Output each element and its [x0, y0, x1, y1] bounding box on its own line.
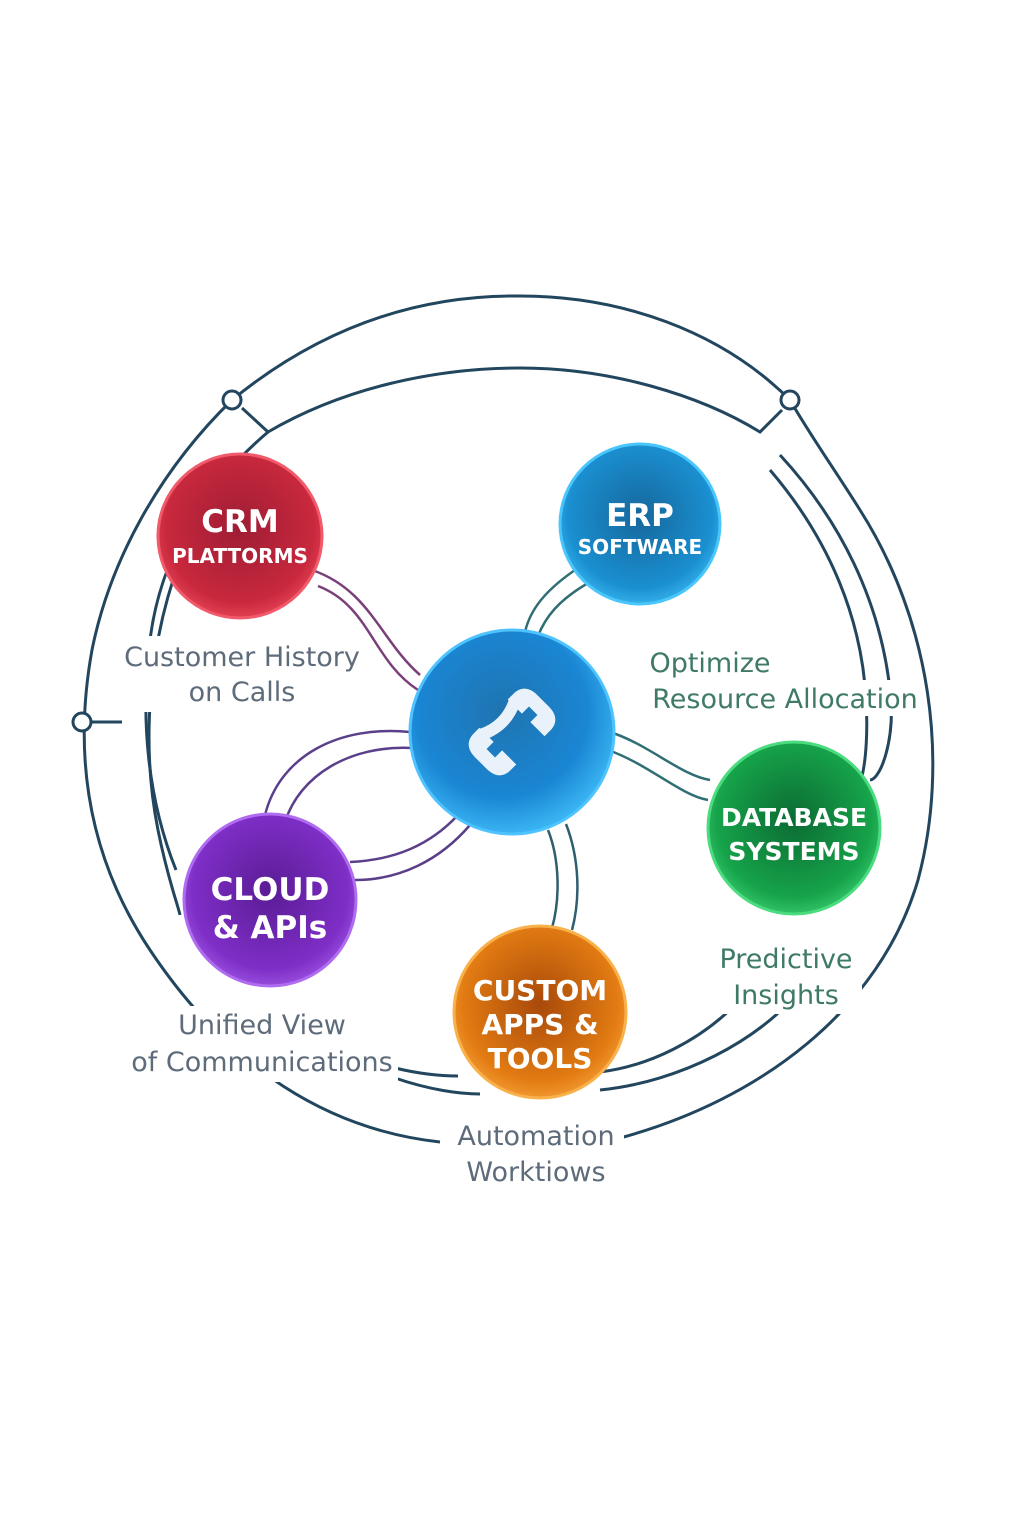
optimize-line2: Resource Allocation — [652, 684, 918, 715]
database-line2: SYSTEMS — [728, 837, 859, 866]
unified-line2: of Communications — [131, 1047, 392, 1078]
cloud-line1: CLOUD — [211, 872, 330, 908]
customer-history-line1: Customer History — [124, 642, 360, 673]
predictive-line2: Insights — [733, 980, 839, 1011]
ring-connector-node-top-left — [221, 389, 243, 411]
automation-line2: Worktiows — [466, 1157, 605, 1188]
benefit-optimize: Optimize Resource Allocation — [649, 648, 922, 716]
customer-history-line2: on Calls — [189, 677, 296, 708]
benefit-unified: Unified View of Communications — [130, 1006, 398, 1082]
automation-line1: Automation — [457, 1121, 614, 1152]
crm-platforms-node: CRM PLATTORMS — [156, 452, 324, 620]
custom-line3: TOOLS — [488, 1042, 593, 1075]
crm-subtitle: PLATTORMS — [172, 544, 308, 568]
custom-apps-tools-node: CUSTOM APPS & TOOLS — [452, 924, 628, 1100]
erp-title: ERP — [606, 498, 674, 534]
custom-line1: CUSTOM — [473, 974, 607, 1007]
erp-subtitle: SOFTWARE — [578, 535, 702, 559]
cloud-apis-node: CLOUD & APIs — [182, 812, 358, 988]
database-line1: DATABASE — [721, 803, 867, 832]
ring-connector-node-top-right — [779, 389, 801, 411]
custom-line2: APPS & — [481, 1008, 598, 1041]
optimize-line1: Optimize — [649, 648, 770, 679]
unified-line1: Unified View — [178, 1010, 346, 1041]
database-systems-node: DATABASE SYSTEMS — [706, 740, 882, 916]
benefit-predictive: Predictive Insights — [712, 940, 862, 1014]
crm-title: CRM — [201, 504, 278, 540]
cloud-line2: & APIs — [213, 910, 328, 946]
ring-connector-node-left — [71, 711, 93, 733]
phone-icon — [468, 688, 556, 776]
benefit-customer-history: Customer History on Calls — [120, 636, 366, 712]
central-hub — [408, 628, 616, 836]
erp-software-node: ERP SOFTWARE — [558, 442, 722, 606]
connector-links — [263, 566, 711, 931]
benefit-automation: Automation Worktiows — [448, 1118, 624, 1192]
predictive-line1: Predictive — [719, 944, 852, 975]
